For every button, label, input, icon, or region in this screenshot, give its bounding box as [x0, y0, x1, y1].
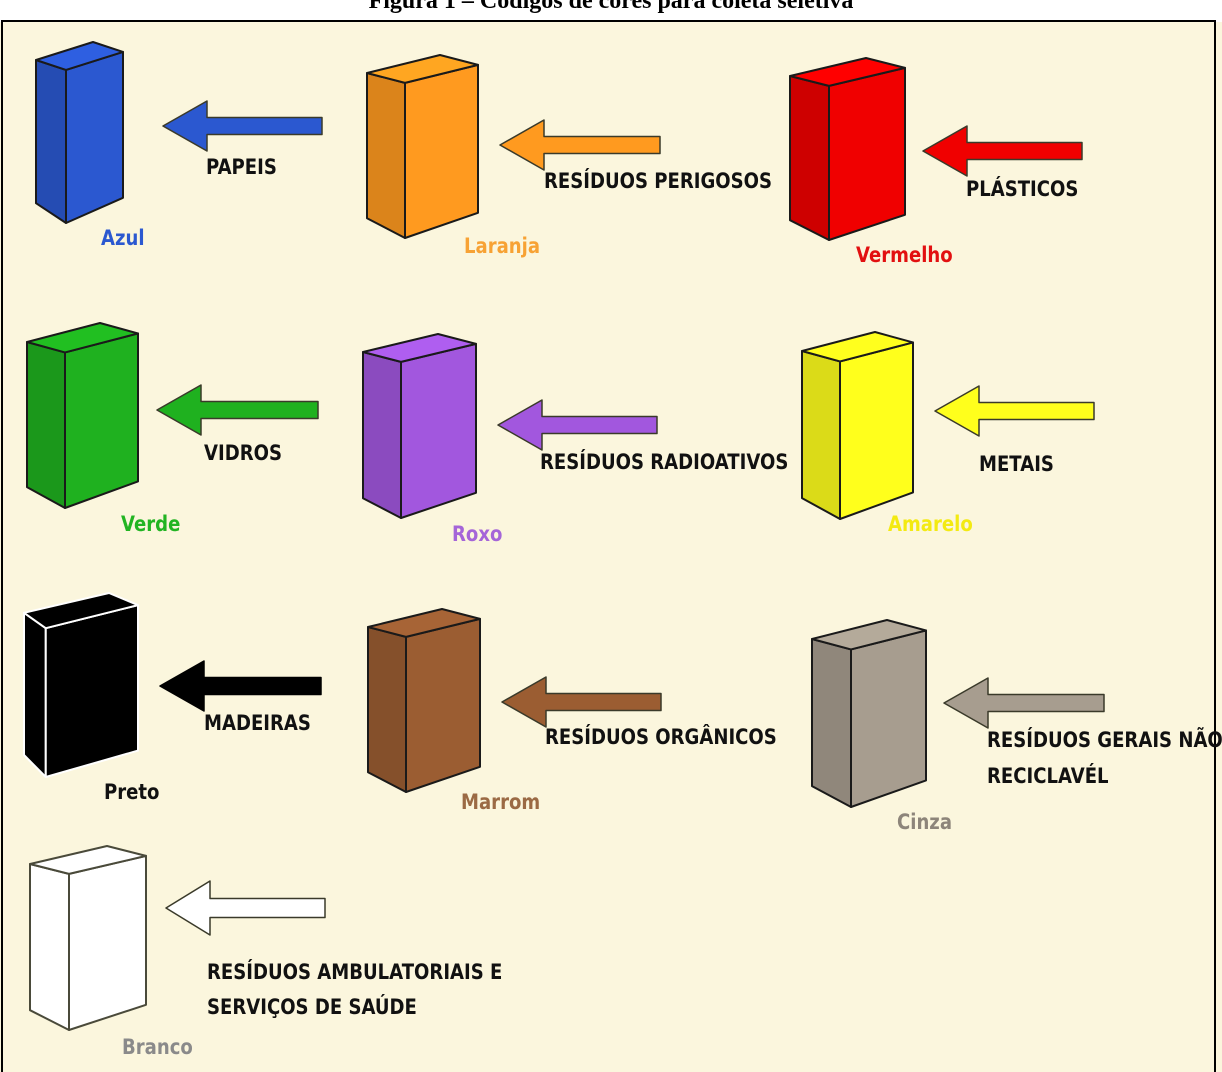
bin-front-face — [828, 66, 906, 241]
bin-side-face — [801, 350, 841, 520]
bin-side-face — [366, 72, 406, 239]
waste-label-branco: RESÍDUOS AMBULATORIAIS E SERVIÇOS DE SAÚD… — [207, 955, 502, 1025]
waste-label-laranja: RESÍDUOS PERIGOSOS — [544, 164, 772, 198]
bin-top-face — [801, 331, 914, 363]
bin-top-face — [23, 592, 139, 630]
bin-azul — [35, 41, 323, 224]
waste-label-line: PAPEIS — [206, 155, 277, 179]
waste-label-vermelho: PLÁSTICOS — [966, 172, 1078, 206]
color-name-cinza: Cinza — [897, 810, 953, 834]
bin-top-face — [29, 845, 147, 875]
color-name-branco: Branco — [122, 1035, 193, 1059]
bin-side-face — [23, 611, 47, 778]
arrow-left-icon — [165, 880, 326, 936]
diagram-frame — [1, 20, 1216, 1072]
bin-top-face — [362, 333, 477, 363]
bin-cinza — [811, 619, 1105, 808]
color-name-marrom: Marrom — [461, 790, 541, 814]
arrow-left-icon — [943, 677, 1105, 729]
bin-side-face — [362, 351, 402, 519]
bin-front-face — [68, 854, 147, 1031]
bin-preto — [23, 592, 322, 778]
bin-verde — [26, 322, 319, 509]
bin-front-face — [839, 341, 914, 520]
bin-front-face — [44, 604, 139, 778]
arrow-left-icon — [156, 384, 319, 436]
color-name-verde: Verde — [121, 512, 181, 536]
color-name-amarelo: Amarelo — [888, 512, 973, 536]
bin-front-face — [405, 617, 481, 793]
bin-laranja — [366, 54, 661, 239]
arrow-left-icon — [497, 399, 658, 451]
waste-label-line: VIDROS — [204, 441, 282, 465]
bin-amarelo — [801, 331, 1095, 520]
waste-label-line: MADEIRAS — [204, 711, 311, 735]
waste-label-line: RESÍDUOS ORGÂNICOS — [545, 725, 777, 749]
bin-side-face — [26, 341, 66, 509]
waste-label-line: RESÍDUOS AMBULATORIAIS E — [207, 960, 503, 984]
color-name-laranja: Laranja — [464, 234, 541, 258]
arrow-left-icon — [162, 100, 323, 152]
waste-label-amarelo: METAIS — [979, 447, 1054, 481]
arrow-left-icon — [501, 676, 662, 728]
waste-label-line: RESÍDUOS PERIGOSOS — [544, 169, 773, 193]
bin-top-face — [367, 608, 481, 638]
color-name-preto: Preto — [104, 780, 160, 804]
waste-label-line: PLÁSTICOS — [966, 177, 1079, 201]
bin-marrom — [367, 608, 662, 793]
arrow-left-icon — [159, 660, 322, 712]
bin-top-face — [811, 619, 927, 651]
waste-label-marrom: RESÍDUOS ORGÂNICOS — [545, 720, 777, 754]
waste-label-line: RESÍDUOS GERAIS NÃO — [987, 728, 1222, 752]
bin-side-face — [35, 59, 67, 224]
bin-top-face — [366, 54, 479, 84]
arrow-left-icon — [934, 385, 1095, 437]
color-name-roxo: Roxo — [452, 522, 503, 546]
figure-caption: Figura 1 – Códigos de cores para coleta … — [368, 0, 854, 14]
arrow-left-icon — [922, 125, 1083, 177]
bin-top-face — [789, 57, 906, 87]
bin-front-face — [64, 332, 139, 509]
waste-label-roxo: RESÍDUOS RADIOATIVOS — [540, 445, 788, 479]
bin-side-face — [811, 638, 852, 808]
bin-branco — [29, 845, 326, 1031]
bin-front-face — [400, 342, 477, 519]
color-name-azul: Azul — [101, 226, 145, 250]
arrow-left-icon — [499, 119, 661, 171]
waste-label-line: RECICLAVÉL — [987, 764, 1109, 789]
waste-label-line: RESÍDUOS RADIOATIVOS — [540, 450, 789, 474]
bin-side-face — [367, 626, 407, 793]
bin-top-face — [26, 322, 139, 354]
bin-front-face — [65, 50, 124, 224]
waste-label-preto: MADEIRAS — [204, 706, 311, 740]
bin-top-face — [35, 41, 124, 71]
bin-roxo — [362, 333, 658, 519]
waste-label-azul: PAPEIS — [206, 150, 277, 184]
bin-vermelho — [789, 57, 1083, 241]
waste-label-cinza: RESÍDUOS GERAIS NÃO RECICLAVÉL — [987, 722, 1222, 795]
waste-label-line: METAIS — [979, 452, 1054, 476]
figure-caption-band: Figura 1 – Códigos de cores para coleta … — [0, 0, 1222, 22]
bin-side-face — [29, 863, 70, 1031]
waste-label-line: SERVIÇOS DE SAÚDE — [207, 995, 417, 1020]
bin-side-face — [789, 75, 830, 241]
bin-front-face — [850, 629, 927, 808]
bin-front-face — [404, 63, 479, 239]
waste-label-verde: VIDROS — [204, 436, 282, 470]
color-name-vermelho: Vermelho — [856, 243, 953, 267]
